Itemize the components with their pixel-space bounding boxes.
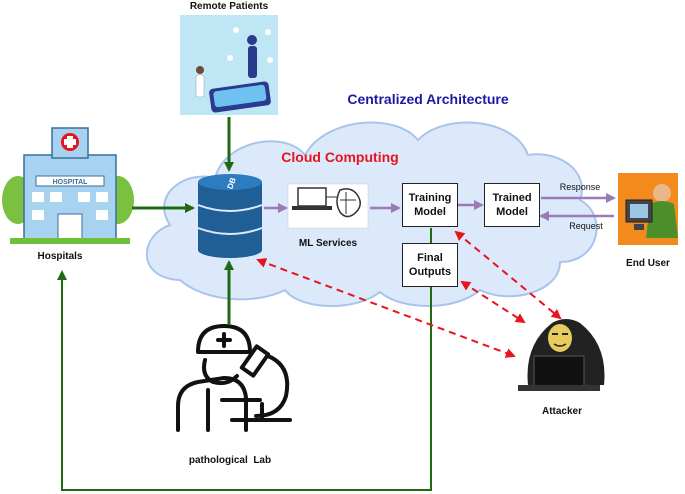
- hospitals-label: Hospitals: [37, 251, 82, 262]
- remote-patients-label: Remote Patients: [190, 1, 269, 12]
- arrow-feedback-to-hospitals: [57, 228, 432, 491]
- trained-model-line2: Model: [496, 206, 528, 218]
- db-label: DB: [225, 176, 237, 190]
- end-user-label: End User: [626, 258, 670, 269]
- diagram-title: Centralized Architecture: [347, 91, 509, 107]
- ml-services-icon: [287, 183, 369, 229]
- response-label: Response: [560, 182, 601, 192]
- database-cylinder: [197, 174, 263, 258]
- attack-arrow-db: [256, 258, 516, 358]
- attacker-icon: [518, 319, 605, 391]
- trained-model-box: Trained Model: [484, 183, 540, 227]
- final-outputs-line1: Final: [417, 252, 443, 264]
- hospital-illustration: [2, 127, 134, 244]
- training-model-box: Training Model: [402, 183, 458, 227]
- cloud-computing-label: Cloud Computing: [281, 149, 398, 165]
- attack-arrow-training: [454, 230, 562, 320]
- end-user-icon: [618, 173, 678, 245]
- pathological-lab-label: pathological Lab: [189, 455, 271, 466]
- final-outputs-line2: Outputs: [408, 266, 452, 278]
- remote-patients-illustration: [180, 15, 278, 115]
- pathological-lab-icon: [176, 324, 292, 432]
- trained-model-line1: Trained: [492, 192, 532, 204]
- ml-services-label: ML Services: [299, 238, 358, 249]
- attacker-label: Attacker: [542, 406, 582, 417]
- training-model-line2: Model: [414, 206, 446, 218]
- final-outputs-box: Final Outputs: [402, 243, 458, 287]
- training-model-line1: Training: [408, 192, 452, 204]
- request-label: Request: [569, 221, 603, 231]
- hospital-sign-text: HOSPITAL: [53, 179, 89, 186]
